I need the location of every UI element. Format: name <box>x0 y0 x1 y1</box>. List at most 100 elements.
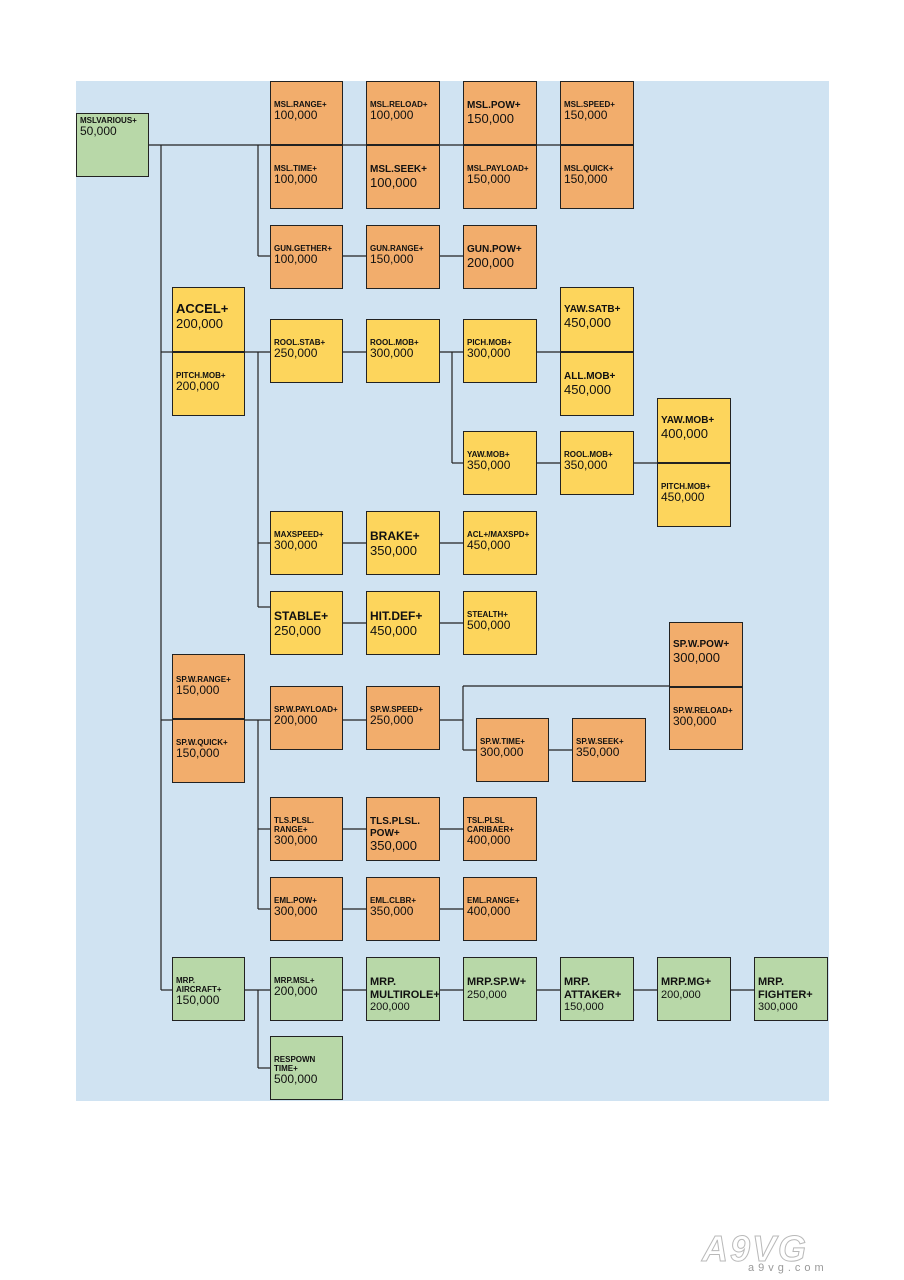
node-rool-mob-b: ROOL.MOB+350,000 <box>560 431 634 495</box>
node-label: MRP. FIGHTER+ <box>758 976 813 1001</box>
node-cost: 150,000 <box>467 110 514 126</box>
node-respown-time: RESPOWN TIME+500,000 <box>270 1036 343 1100</box>
node-label: SP.W.RELOAD+ <box>673 706 733 715</box>
node-label: SP.W.RANGE+ <box>176 675 231 684</box>
node-cost: 400,000 <box>467 904 511 919</box>
node-label: TSL.PLSL CARIBAER+ <box>467 816 514 835</box>
node-label: PICH.MOB+ <box>467 338 512 347</box>
node-spw-payload: SP.W.PAYLOAD+200,000 <box>270 686 343 750</box>
node-all-mob: ALL.MOB+450,000 <box>560 352 634 416</box>
node-msl-range: MSL.RANGE+100,000 <box>270 81 343 145</box>
node-label: MRP. MULTIROLE+ <box>370 976 440 1001</box>
diagram-panel <box>76 81 829 1101</box>
node-cost: 100,000 <box>370 108 414 123</box>
node-label: EML.POW+ <box>274 896 317 905</box>
node-cost: 150,000 <box>564 108 608 123</box>
node-rool-stab: ROOL.STAB+250,000 <box>270 319 343 383</box>
node-spw-seek: SP.W.SEEK+350,000 <box>572 718 646 782</box>
node-cost: 200,000 <box>274 984 318 999</box>
node-cost: 200,000 <box>176 379 220 394</box>
node-label: MRP. AIRCRAFT+ <box>176 976 222 995</box>
node-label: YAW.MOB+ <box>467 450 510 459</box>
node-label: MSL.QUICK+ <box>564 164 614 173</box>
node-cost: 350,000 <box>564 458 608 473</box>
node-cost: 300,000 <box>370 346 414 361</box>
node-cost: 450,000 <box>370 622 417 638</box>
node-label: RESPOWN TIME+ <box>274 1055 316 1074</box>
node-gun-gether: GUN.GETHER+100,000 <box>270 225 343 289</box>
node-label: EML.RANGE+ <box>467 896 520 905</box>
node-msl-time: MSL.TIME+100,000 <box>270 145 343 209</box>
node-label: MSL.POW+ <box>467 100 521 111</box>
node-label: PITCH.MOB+ <box>176 371 226 380</box>
node-cost: 300,000 <box>274 904 318 919</box>
node-yaw-mob-b: YAW.MOB+400,000 <box>657 398 731 463</box>
node-msl-speed: MSL.SPEED+150,000 <box>560 81 634 145</box>
node-maxspeed: MAXSPEED+300,000 <box>270 511 343 575</box>
node-cost: 100,000 <box>274 172 318 187</box>
node-mrp-attaker: MRP. ATTAKER+150,000 <box>560 957 634 1021</box>
node-cost: 150,000 <box>467 172 511 187</box>
node-label: PITCH.MOB+ <box>661 482 711 491</box>
node-stealth: STEALTH+500,000 <box>463 591 537 655</box>
node-cost: 150,000 <box>176 993 220 1008</box>
node-gun-pow: GUN.POW+200,000 <box>463 225 537 289</box>
node-cost: 50,000 <box>80 124 117 139</box>
node-cost: 300,000 <box>673 714 717 729</box>
node-label: ACCEL+ <box>176 301 229 316</box>
node-cost: 450,000 <box>564 314 611 330</box>
node-msl-payload: MSL.PAYLOAD+150,000 <box>463 145 537 209</box>
node-eml-range: EML.RANGE+400,000 <box>463 877 537 941</box>
node-label: ROOL.MOB+ <box>564 450 613 459</box>
node-tls-plsl-pow: TLS.PLSL. POW+350,000 <box>366 797 440 861</box>
node-mrp-fighter: MRP. FIGHTER+300,000 <box>754 957 828 1021</box>
node-label: STEALTH+ <box>467 610 508 619</box>
node-yaw-satb: YAW.SATB+ 450,000 <box>560 287 634 352</box>
node-spw-pow: SP.W.POW+300,000 <box>669 622 743 687</box>
node-label: MSL.RELOAD+ <box>370 100 428 109</box>
node-cost: 300,000 <box>274 538 318 553</box>
node-label: YAW.SATB+ <box>564 304 621 315</box>
node-spw-quick: SP.W.QUICK+150,000 <box>172 719 245 783</box>
node-label: GUN.RANGE+ <box>370 244 424 253</box>
node-accel: ACCEL+200,000 <box>172 287 245 352</box>
node-label: SP.W.SEEK+ <box>576 737 624 746</box>
node-eml-pow: EML.POW+300,000 <box>270 877 343 941</box>
node-cost: 350,000 <box>467 458 511 473</box>
node-cost: 450,000 <box>467 538 511 553</box>
node-yaw-mob-a: YAW.MOB+350,000 <box>463 431 537 495</box>
node-label: ALL.MOB+ <box>564 371 616 382</box>
node-label: YAW.MOB+ <box>661 415 715 426</box>
node-label: GUN.GETHER+ <box>274 244 333 253</box>
node-cost: 450,000 <box>661 490 705 505</box>
node-cost: 250,000 <box>274 346 318 361</box>
node-label: SP.W.PAYLOAD+ <box>274 705 338 714</box>
node-label: STABLE+ <box>274 609 329 623</box>
node-label: SP.W.SPEED+ <box>370 705 423 714</box>
node-eml-clbr: EML.CLBR+350,000 <box>366 877 440 941</box>
node-msl-quick: MSL.QUICK+150,000 <box>560 145 634 209</box>
watermark-logo: A9VG a9vg.com <box>701 1228 892 1276</box>
node-cost: 100,000 <box>370 174 417 190</box>
node-label: SP.W.QUICK+ <box>176 738 228 747</box>
node-mrp-multirole: MRP. MULTIROLE+200,000 <box>366 957 440 1021</box>
node-cost: 300,000 <box>274 833 318 848</box>
node-mrp-msl: MRP.MSL+ 200,000 <box>270 957 343 1021</box>
node-label: ROOL.STAB+ <box>274 338 326 347</box>
node-brake: BRAKE+350,000 <box>366 511 440 575</box>
node-cost: 200,000 <box>274 713 318 728</box>
node-mrp-mg: MRP.MG+200,000 <box>657 957 731 1021</box>
node-label: EML.CLBR+ <box>370 896 416 905</box>
node-label: MSL.TIME+ <box>274 164 317 173</box>
node-stable: STABLE+250,000 <box>270 591 343 655</box>
node-cost: 300,000 <box>673 649 720 665</box>
node-spw-range: SP.W.RANGE+150,000 <box>172 654 245 719</box>
node-label: GUN.POW+ <box>467 244 522 255</box>
node-label: MRP.SP.W+ <box>467 976 527 988</box>
node-cost: 250,000 <box>370 713 414 728</box>
node-cost: 400,000 <box>467 833 511 848</box>
node-cost: 300,000 <box>758 1001 798 1014</box>
watermark-logo-text: A9VG <box>701 1228 809 1270</box>
node-label: MSL.RANGE+ <box>274 100 327 109</box>
node-label: BRAKE+ <box>370 529 420 543</box>
